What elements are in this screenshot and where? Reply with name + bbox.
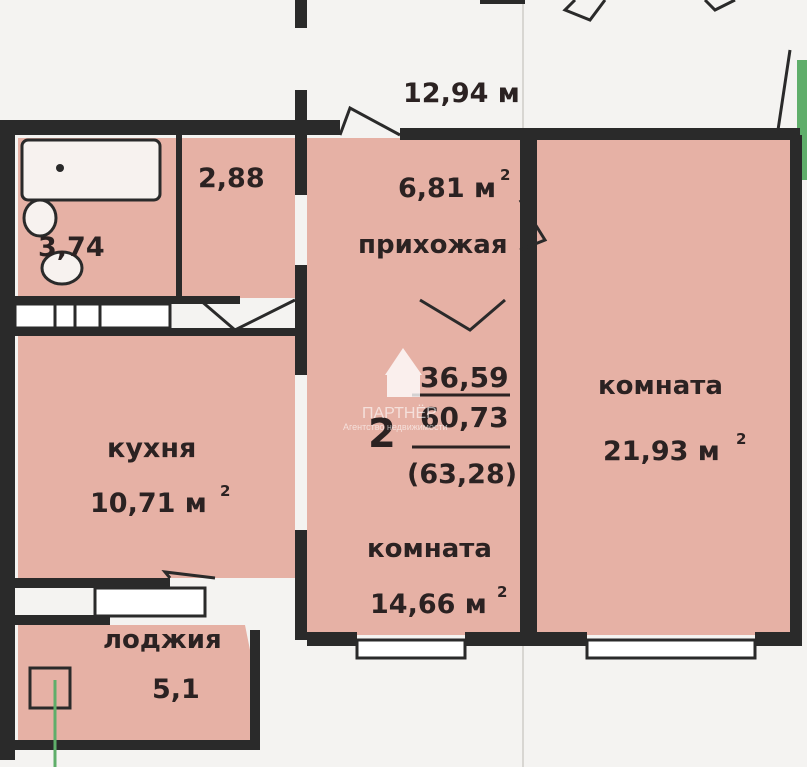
total-with-loggia: (63,28)	[407, 459, 517, 490]
room-small-name: комната	[367, 534, 492, 564]
wall	[755, 632, 802, 646]
watermark: ПАРТНЁР Агентство недвижимости	[343, 348, 448, 432]
wall	[480, 0, 525, 4]
room-small	[307, 300, 522, 635]
house-key-icon	[385, 348, 422, 375]
door-swing	[338, 105, 401, 137]
wall	[522, 128, 800, 140]
door-swing	[161, 570, 216, 580]
room-kitchen	[18, 335, 295, 578]
unit-sup: 2	[220, 482, 230, 500]
hallway-name: прихожая	[358, 230, 508, 260]
drain	[56, 164, 64, 172]
wall	[790, 135, 802, 645]
wall	[176, 135, 182, 300]
door-swing	[518, 199, 548, 252]
sink-icon	[22, 198, 58, 238]
unit-sup: 2	[500, 166, 510, 184]
wall	[0, 120, 15, 760]
living-area: 36,59	[420, 361, 509, 394]
wall	[0, 578, 170, 588]
window	[13, 302, 172, 330]
closet-area: 2,88	[198, 163, 265, 194]
shaft-icon	[28, 666, 72, 710]
loggia-area: 5,1	[152, 674, 200, 705]
room-large	[537, 140, 792, 635]
door-swing	[419, 298, 506, 332]
rooms-count: 2	[368, 411, 396, 457]
wall	[465, 632, 537, 646]
room-hallway	[307, 138, 522, 300]
watermark-tagline: Агентство недвижимости	[343, 422, 448, 432]
room-large-area: 21,93 м	[603, 436, 720, 467]
door-swing	[703, 0, 736, 12]
window	[93, 586, 207, 618]
wall	[400, 128, 525, 140]
loggia-name: лоджия	[103, 625, 222, 655]
door-swing	[562, 0, 607, 22]
wall	[520, 135, 537, 635]
room-small-area: 14,66 м	[370, 589, 487, 620]
window	[355, 638, 467, 660]
wall	[0, 296, 240, 304]
wall	[295, 265, 307, 375]
kitchen-area: 10,71 м	[90, 488, 207, 519]
wall	[295, 0, 307, 28]
wall	[307, 632, 357, 646]
door-swing	[199, 298, 296, 332]
toilet-icon	[40, 250, 84, 286]
wall	[0, 120, 340, 135]
outside-area: 12,94 м	[403, 78, 520, 109]
bathtub-icon	[20, 138, 162, 202]
unit-sup: 2	[736, 430, 746, 448]
wall	[295, 135, 307, 195]
hallway-area: 6,81 м	[398, 173, 496, 204]
total-area: 60,73	[420, 401, 509, 434]
wall	[0, 740, 250, 750]
unit-sup: 2	[497, 583, 507, 601]
wall	[0, 328, 295, 336]
watermark-brand: ПАРТНЁР	[362, 404, 437, 422]
room-large-name: комната	[598, 371, 723, 401]
wall	[537, 632, 587, 646]
room-closet	[182, 138, 295, 298]
bathroom-area: 3,74	[38, 232, 105, 263]
window	[585, 638, 757, 660]
wall	[295, 530, 307, 640]
wall	[250, 630, 260, 750]
kitchen-name: кухня	[107, 433, 196, 464]
room-loggia	[18, 625, 250, 740]
balcony-edge	[797, 60, 807, 180]
wall	[0, 615, 110, 625]
